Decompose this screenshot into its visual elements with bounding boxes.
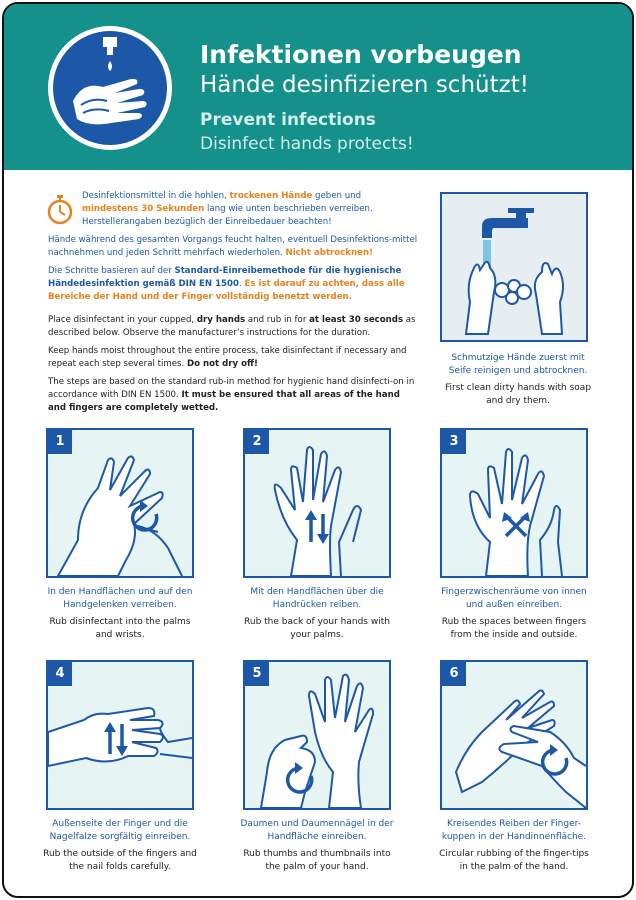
- intro-de-p1: Desinfektionsmittel in die hohlen, trock…: [82, 191, 373, 227]
- step-6-caption-de: Kreisendes Reiben der Finger-kuppen in d…: [441, 819, 587, 842]
- title-en: Prevent infections: [200, 110, 376, 130]
- step-1-caption-de: In den Handflächen und auf den Handgelen…: [47, 587, 193, 610]
- circular-arrow-icon: [540, 744, 569, 776]
- step-3-illustration: 3: [440, 428, 588, 578]
- stopwatch-icon: [47, 195, 73, 225]
- intro-en-p3: The steps are based on the standard rub-…: [48, 377, 415, 413]
- step-number: 5: [245, 662, 269, 686]
- step-6-caption-en: Circular rubbing of the finger-tips in t…: [439, 849, 589, 872]
- step-4-caption-de: Außenseite der Finger und die Nagelfalze…: [49, 819, 191, 842]
- step-4-caption-en: Rub the outside of the fingers and the n…: [43, 849, 197, 872]
- up-down-arrows-icon: [305, 510, 329, 544]
- up-down-arrows-icon: [104, 722, 128, 756]
- subtitle-de: Hände desinfizieren schützt!: [200, 72, 529, 98]
- step-6-illustration: 6: [440, 660, 588, 810]
- step-3-caption-en: Rub the spaces between fingers from the …: [441, 617, 587, 640]
- circular-arrow-icon: [130, 500, 159, 532]
- prestep-caption-de: Schmutzige Hände zuerst mit Seife reinig…: [448, 353, 588, 376]
- subtitle-en: Disinfect hands protects!: [200, 134, 414, 154]
- faucet-washing-hands-icon: [464, 208, 564, 335]
- step-1-illustration: 1: [46, 428, 194, 578]
- intro-de-p2: Hände während des gesamten Vorgangs feuc…: [48, 235, 418, 258]
- intro-en-p1: Place disinfectant in your cupped, dry h…: [48, 315, 416, 338]
- step-number: 1: [48, 430, 72, 454]
- circular-arrow-icon: [285, 762, 314, 794]
- step-2-caption-en: Rub the back of your hands with your pal…: [244, 617, 390, 640]
- prestep-illustration: [440, 192, 588, 342]
- header-banner: Infektionen vorbeugen Hände desinfiziere…: [4, 4, 632, 170]
- step-5-illustration: 5: [243, 660, 391, 810]
- step-2-illustration: 2: [243, 428, 391, 578]
- step-3-caption-de: Fingerzwischenräume von innen und außen …: [441, 587, 587, 610]
- step-4-illustration: 4: [46, 660, 194, 810]
- intro-en-p2: Keep hands moist throughout the entire p…: [48, 346, 407, 369]
- intro-text: Desinfektionsmittel in die hohlen, trock…: [48, 190, 418, 420]
- hand-disinfection-mandatory-sign-icon: [48, 26, 172, 150]
- step-number: 6: [442, 662, 466, 686]
- step-5-caption-en: Rub thumbs and thumbnails into the palm …: [243, 849, 391, 872]
- step-5-caption-de: Daumen und Daumennägel in der Handfläche…: [240, 819, 394, 842]
- prestep-caption-en: First clean dirty hands with soap and dr…: [444, 383, 592, 406]
- step-number: 3: [442, 430, 466, 454]
- step-number: 2: [245, 430, 269, 454]
- step-1-caption-en: Rub disinfectant into the palms and wris…: [49, 617, 191, 640]
- cross-arrows-icon: [502, 512, 530, 538]
- intro-de-p3: Die Schritte basieren auf der Standard-E…: [48, 266, 405, 302]
- step-number: 4: [48, 662, 72, 686]
- step-2-caption-de: Mit den Handflächen über die Handrücken …: [250, 587, 384, 610]
- title-de: Infektionen vorbeugen: [200, 40, 522, 69]
